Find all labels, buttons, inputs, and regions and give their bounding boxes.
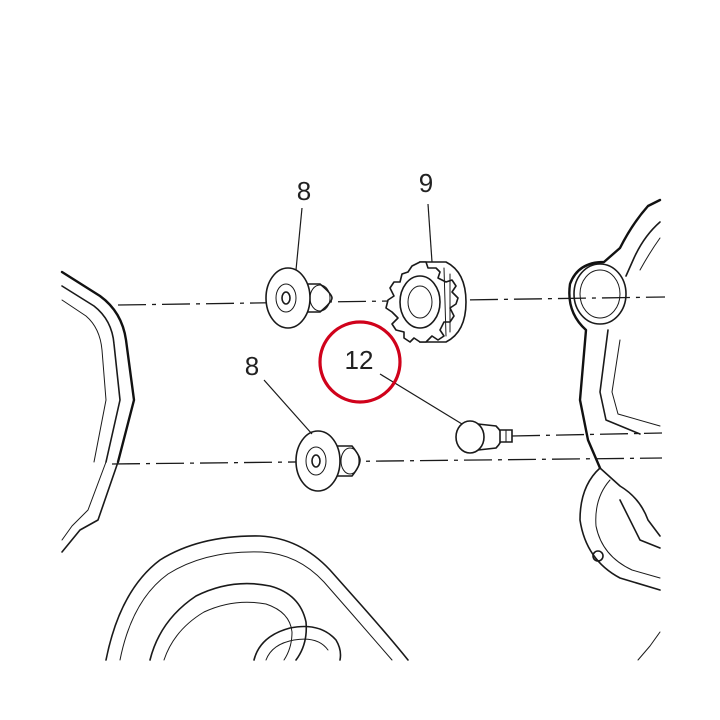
right-housing-frame — [568, 198, 662, 661]
pin-part[interactable] — [455, 420, 513, 454]
gear-part[interactable] — [385, 261, 467, 343]
left-housing-frame — [60, 270, 136, 553]
callout-label-gear: 9 — [419, 168, 433, 198]
bottom-cover — [105, 535, 409, 661]
leader-gear — [427, 203, 433, 263]
bushing-part-bottom[interactable] — [295, 430, 361, 492]
highlight-circle — [318, 320, 402, 404]
callout-label-pin: 12 — [345, 345, 374, 375]
callout-label-bottom-washer: 8 — [245, 351, 259, 381]
lower-axis-line — [111, 457, 663, 465]
bushing-part-top[interactable] — [265, 267, 333, 329]
leader-bottom-washer — [263, 379, 313, 435]
leader-pin — [379, 373, 463, 425]
leader-top-washer — [295, 207, 303, 271]
pin-axis-line — [511, 432, 663, 437]
callout-label-top-washer: 8 — [297, 176, 311, 206]
